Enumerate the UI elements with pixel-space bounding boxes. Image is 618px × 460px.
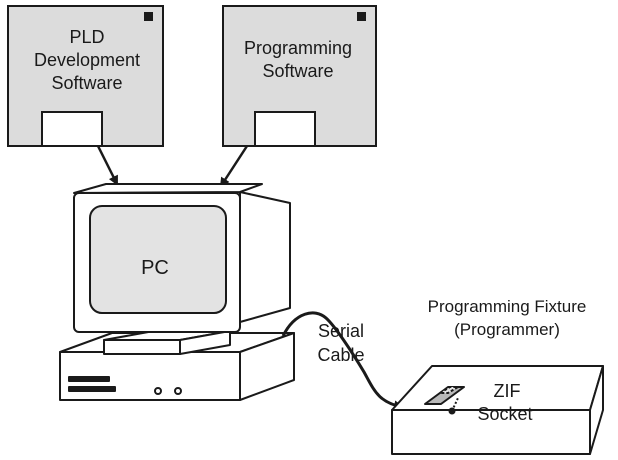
programmer-title-line-2: (Programmer) [454, 320, 560, 339]
arrow-to-pc-right [219, 145, 249, 188]
diskette-label-line-2: Software [262, 61, 333, 81]
programmer-front [391, 409, 591, 455]
diskette-label-line-2: Development [34, 50, 140, 70]
indicator-light [174, 387, 182, 395]
programmer-side [589, 365, 604, 455]
monitor-screen [89, 205, 227, 314]
monitor-stand-front [103, 339, 181, 355]
arrow-to-pc-left [96, 145, 119, 186]
zif-socket-label-line-2: Socket [477, 404, 532, 424]
drive-slot [68, 386, 116, 392]
drive-slot [68, 376, 110, 382]
write-protect-tab-icon [357, 12, 366, 21]
diskette-shutter [254, 111, 316, 147]
monitor-stand-side [179, 330, 231, 355]
monitor-side [239, 191, 291, 323]
pc-label: PC [141, 257, 169, 279]
diskette-shutter [41, 111, 103, 147]
serial-cable-label-line-2: Cable [317, 345, 364, 365]
pld-development-software-diskette: PLD Development Software [7, 5, 164, 147]
serial-cable [281, 311, 404, 411]
zif-socket-label-line-1: ZIF [494, 381, 521, 401]
monitor-top [73, 183, 263, 194]
system-unit-side [239, 332, 295, 401]
diskette-label-line-1: Programming [244, 38, 352, 58]
programming-software-diskette: Programming Software [222, 5, 377, 147]
programmer-title-line-1: Programming Fixture [428, 297, 587, 316]
diskette-label-line-1: PLD [69, 27, 104, 47]
diskette-label-line-3: Software [51, 73, 122, 93]
write-protect-tab-icon [144, 12, 153, 21]
serial-cable-label-line-1: Serial [318, 321, 364, 341]
socket-lever-outline [439, 386, 459, 394]
indicator-light [154, 387, 162, 395]
programming-fixture [391, 365, 604, 455]
pc-computer [59, 183, 295, 401]
